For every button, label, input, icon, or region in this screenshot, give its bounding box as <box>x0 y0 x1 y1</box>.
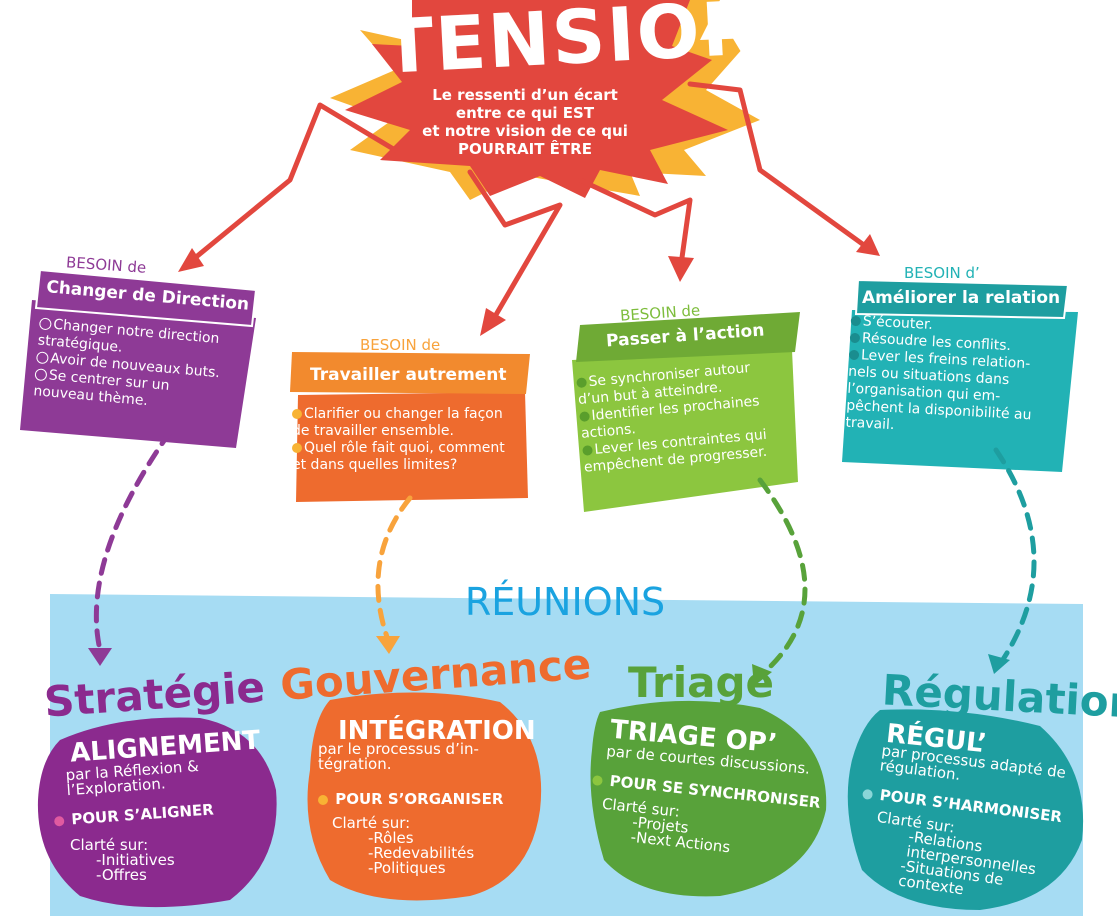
tension-line-2: entre ce qui EST <box>455 104 595 122</box>
need-card-teal-bg <box>842 310 1078 472</box>
need-card-green-bg <box>572 350 798 512</box>
blob-gouvernance <box>307 692 542 901</box>
clarity-label: Clarté sur: <box>70 836 149 854</box>
arrowhead-relation <box>856 234 880 256</box>
meeting-category-triage: Triage <box>628 658 775 707</box>
tension-definition: Le ressenti d’un écart entre ce qui EST … <box>390 86 660 158</box>
tension-burst <box>345 0 728 198</box>
arrowhead-strategie <box>88 648 112 666</box>
need-prefix-relation: BESOIN d’ <box>904 264 980 282</box>
blob-strategie <box>37 717 277 908</box>
need-list-relation: S’écouter. Résoudre les conflits. Lever … <box>845 313 1055 443</box>
clarity-item: -Redevabilités <box>368 844 475 862</box>
dash-regulation <box>993 447 1037 667</box>
need-title-relation: Améliorer la relation <box>862 288 1061 308</box>
clarity-item: -Offres <box>96 866 147 884</box>
meeting-clarity-gouvernance: Clarté sur: -Rôles -Redevabilités -Polit… <box>332 816 512 876</box>
dash-gouvernance <box>375 495 413 643</box>
need-item: Lever les freins relation-nels ou situat… <box>845 347 1032 434</box>
tension-arrowheads <box>178 234 880 336</box>
need-card-orange-titlebar <box>290 352 530 394</box>
arrowhead-action <box>668 256 694 282</box>
tension-line-1: Le ressenti d’un écart <box>432 86 618 104</box>
blob-triage <box>590 700 827 897</box>
dashed-connectors <box>93 429 1037 679</box>
arrowhead-autrement <box>480 308 506 336</box>
arrow-to-action <box>577 177 693 275</box>
clarity-label: Clarté sur: <box>332 814 411 832</box>
need-item: Quel rôle fait quoi, comment et dans que… <box>292 440 505 473</box>
blob-regulation <box>847 709 1084 910</box>
reunions-band <box>50 594 1083 916</box>
meeting-clarity-strategie: Clarté sur: -Initiatives -Offres <box>70 838 220 883</box>
arrowhead-gouvernance <box>376 636 400 654</box>
need-title-autrement: Travailler autrement <box>310 365 507 385</box>
arrowhead-regulation <box>988 654 1010 674</box>
arrow-to-autrement <box>467 169 563 328</box>
arrowhead-direction <box>178 248 204 272</box>
tension-line-3: et notre vision de ce qui <box>422 122 628 140</box>
arrowhead-triage <box>752 664 772 686</box>
clarity-item: -Politiques <box>368 859 446 877</box>
dash-triage <box>757 477 808 679</box>
need-card-teal-titlebar <box>854 278 1070 320</box>
need-list-action: Se synchroniser autour d’un but à attein… <box>576 357 790 477</box>
need-card-green-titlebar <box>576 312 800 362</box>
need-card-orange-bg <box>296 392 528 502</box>
tension-arrows <box>187 81 871 328</box>
need-list-autrement: Clarifier ou changer la façon de travail… <box>292 406 522 474</box>
need-item: Clarifier ou changer la façon de travail… <box>292 406 503 439</box>
arrow-to-relation <box>687 81 871 251</box>
need-prefix-autrement: BESOIN de <box>360 336 441 354</box>
tensions-title: TENSIONS <box>380 0 823 91</box>
tension-line-4: POURRAIT ÊTRE <box>458 140 592 158</box>
meeting-method-gouvernance: par le processus d’in-tégration. <box>318 740 479 773</box>
dash-strategie <box>93 429 173 653</box>
clarity-item: -Initiatives <box>96 851 175 869</box>
meeting-title-gouvernance: INTÉGRATION <box>338 716 536 746</box>
reunions-label: RÉUNIONS <box>464 580 666 624</box>
need-card-purple-bg <box>20 300 256 448</box>
need-card-purple-titlebar <box>34 268 258 328</box>
meeting-goal-gouvernance: POUR S’ORGANISER <box>318 790 503 808</box>
arrow-to-direction <box>187 102 398 265</box>
clarity-item: -Rôles <box>368 829 414 847</box>
need-list-direction: Changer notre direction stratégique. Avo… <box>33 315 240 417</box>
